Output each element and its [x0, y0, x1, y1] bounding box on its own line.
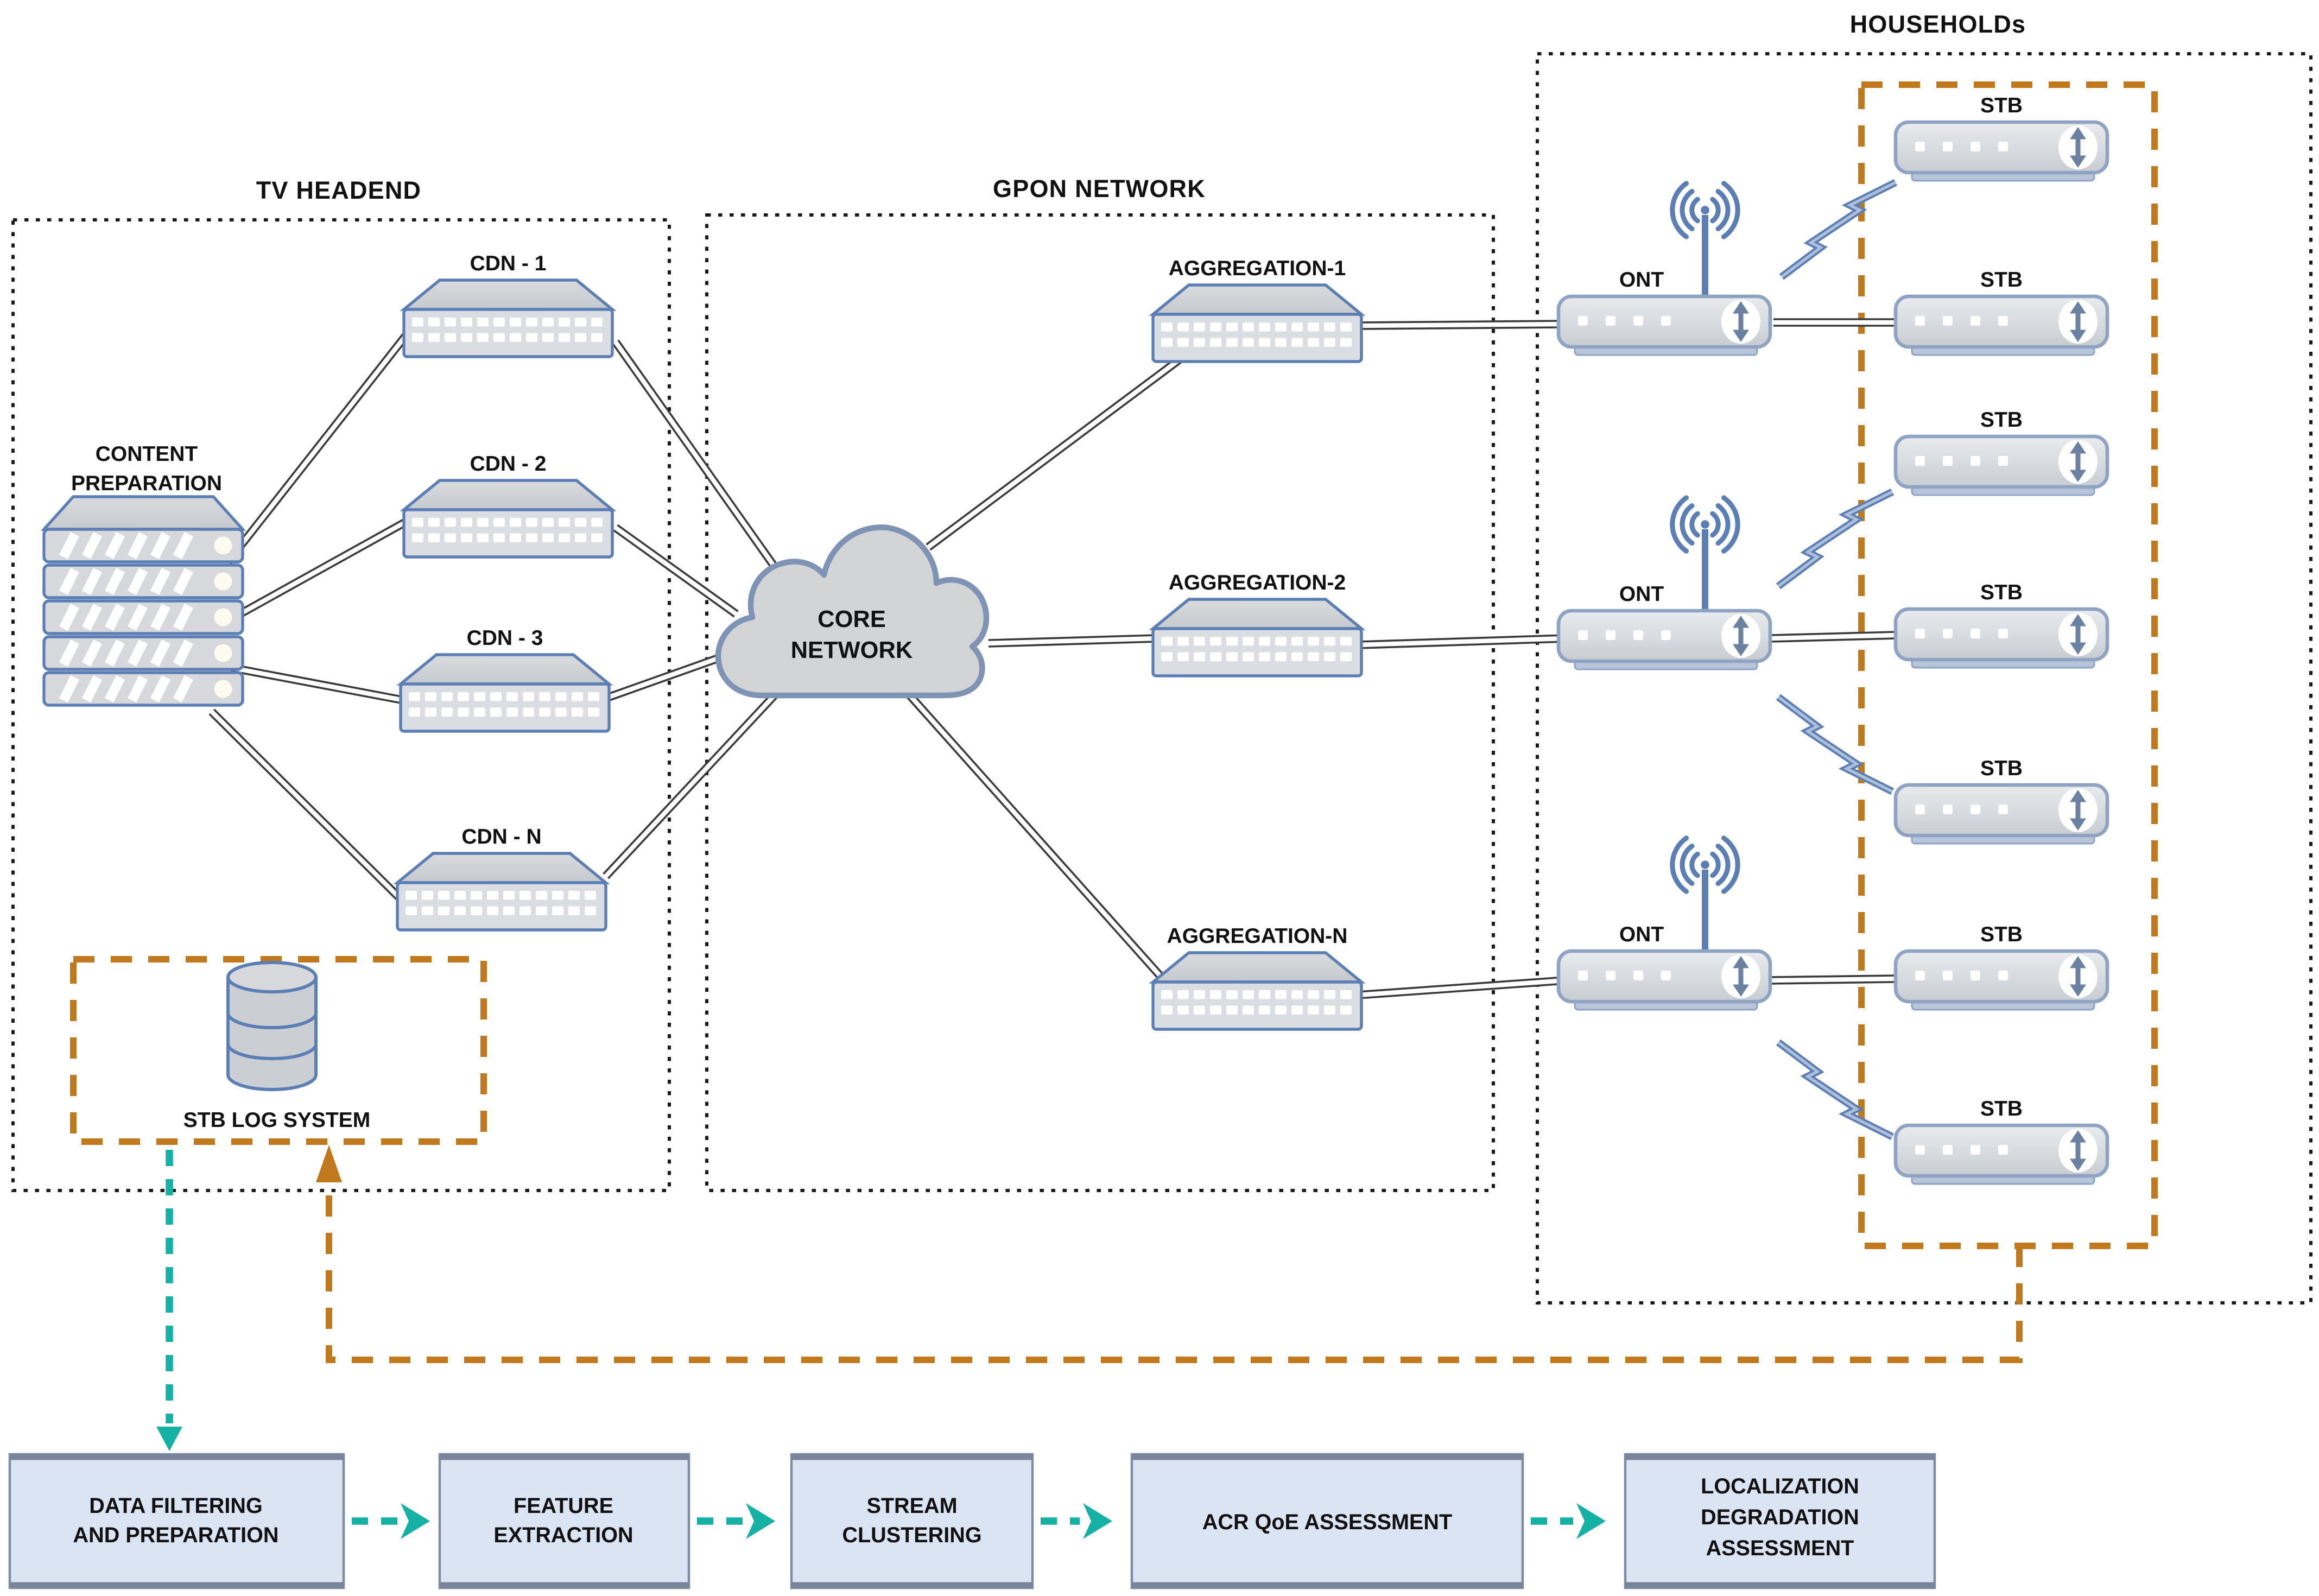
core-network-cloud-icon: [715, 524, 990, 699]
pipeline-step-4-line-1: ACR QoE ASSESSMENT: [1202, 1510, 1452, 1534]
stb-log-database-icon: [226, 961, 318, 1091]
stb-6-device: [1896, 951, 2107, 1010]
cdn-3-switch-icon: [401, 655, 609, 731]
ont-2-label: ONT: [1619, 582, 1664, 606]
cdn-2-switch-icon: [404, 480, 612, 557]
stb-3-label: STB: [1980, 408, 2023, 432]
stb-4-label: STB: [1980, 581, 2023, 604]
cdn-1-label: CDN - 1: [470, 252, 547, 275]
core-network-label-2: NETWORK: [791, 637, 913, 663]
pipeline-step-2: FEATURE EXTRACTION: [438, 1453, 690, 1589]
content-preparation-label-1: CONTENT: [96, 442, 198, 466]
stb-1-label: STB: [1980, 94, 2023, 117]
ont-3-device: [1558, 838, 1770, 1010]
pipeline-step-5: LOCALIZATION DEGRADATION ASSESSMENT: [1624, 1453, 1936, 1589]
stb-group-highlight-box: [1858, 81, 2158, 1249]
pipeline-step-3: STREAM CLUSTERING: [790, 1453, 1034, 1589]
stb-7-label: STB: [1980, 1097, 2023, 1120]
content-preparation-label-2: PREPARATION: [71, 472, 222, 495]
stb-5-label: STB: [1980, 757, 2023, 780]
stb-3-device: [1896, 436, 2107, 495]
stb-7-device: [1896, 1125, 2107, 1184]
stb-2-label: STB: [1980, 268, 2023, 292]
network-wires: [208, 318, 1896, 999]
aggregation-1-switch-icon: [1153, 285, 1361, 362]
core-network-label-1: CORE: [818, 606, 886, 632]
ont-1-label: ONT: [1619, 268, 1664, 292]
feedback-arrowhead-icon: [316, 1145, 342, 1182]
ont-3-label: ONT: [1619, 923, 1664, 946]
households-box: [1536, 52, 2312, 1304]
pipeline-step-1-line-1: DATA FILTERING: [89, 1494, 263, 1518]
households-title: HOUSEHOLDs: [1850, 10, 2026, 38]
flow-down-arrowhead-icon: [156, 1427, 182, 1451]
content-preparation-server-icon: [44, 495, 243, 705]
pipeline-step-3-line-1: STREAM: [866, 1494, 957, 1518]
cdn-2-label: CDN - 2: [470, 452, 547, 476]
stb-log-label: STB LOG SYSTEM: [183, 1109, 371, 1132]
pipeline-step-5-line-1: LOCALIZATION: [1701, 1474, 1859, 1498]
stb-log-highlight-box: [70, 956, 487, 1145]
cdn-3-label: CDN - 3: [467, 626, 543, 650]
tv-headend-box: [11, 218, 671, 1192]
pipeline-step-4: ACR QoE ASSESSMENT: [1130, 1453, 1524, 1589]
stb-4-device: [1896, 609, 2107, 668]
stb-6-label: STB: [1980, 923, 2023, 946]
stb-1-device: [1896, 122, 2107, 181]
pipeline-step-5-line-3: ASSESSMENT: [1706, 1536, 1854, 1560]
pipeline-step-1-line-2: AND PREPARATION: [73, 1523, 279, 1547]
stb-5-device: [1896, 785, 2107, 844]
tv-headend-title: TV HEADEND: [256, 176, 422, 204]
cdn-n-switch-icon: [397, 853, 606, 930]
ont-2-device: [1558, 498, 1770, 669]
aggregation-n-label: AGGREGATION-N: [1167, 924, 1348, 948]
cdn-1-switch-icon: [404, 280, 612, 357]
aggregation-1-label: AGGREGATION-1: [1169, 257, 1346, 280]
pipeline-step-3-line-2: CLUSTERING: [842, 1523, 981, 1547]
pipeline-step-2-line-1: FEATURE: [514, 1494, 613, 1518]
gpon-network-box: [705, 213, 1495, 1192]
aggregation-n-switch-icon: [1153, 953, 1361, 1029]
aggregation-2-label: AGGREGATION-2: [1169, 571, 1346, 594]
stb-log-feedback-path: [326, 1156, 2023, 1363]
pipeline-step-5-line-2: DEGRADATION: [1701, 1505, 1859, 1529]
gpon-network-title: GPON NETWORK: [993, 175, 1206, 202]
pipeline-step-1: DATA FILTERING AND PREPARATION: [8, 1453, 345, 1589]
pipeline-flow-arrows: [352, 1503, 1606, 1539]
aggregation-2-switch-icon: [1153, 599, 1361, 676]
pipeline: DATA FILTERING AND PREPARATION FEATURE E…: [8, 1453, 1936, 1589]
cdn-n-label: CDN - N: [461, 825, 541, 848]
pipeline-step-2-line-2: EXTRACTION: [493, 1523, 633, 1547]
stb-2-device: [1896, 296, 2107, 355]
ont-1-device: [1558, 183, 1770, 355]
